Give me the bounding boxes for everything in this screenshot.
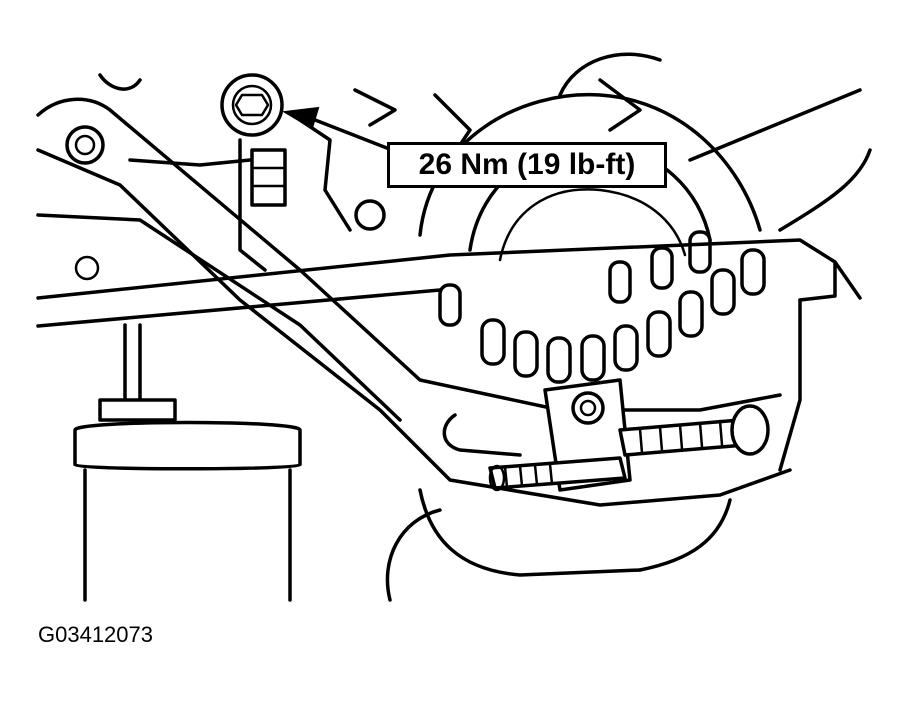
torque-label: 26 Nm (19 lb-ft) <box>418 148 636 181</box>
gear-teeth <box>438 230 766 384</box>
adjuster-bracket <box>488 378 770 492</box>
arrow-icon <box>281 106 394 152</box>
lower-link <box>385 298 802 602</box>
bolt-icon <box>220 73 284 137</box>
figure-id: G03412073 <box>38 622 153 647</box>
upper-bolt <box>220 73 386 272</box>
shock-absorber <box>73 323 302 602</box>
torque-callout: 26 Nm (19 lb-ft) <box>387 142 667 188</box>
ring-component <box>353 52 872 262</box>
tie-rod <box>36 238 862 328</box>
bracket-arm <box>36 73 792 507</box>
